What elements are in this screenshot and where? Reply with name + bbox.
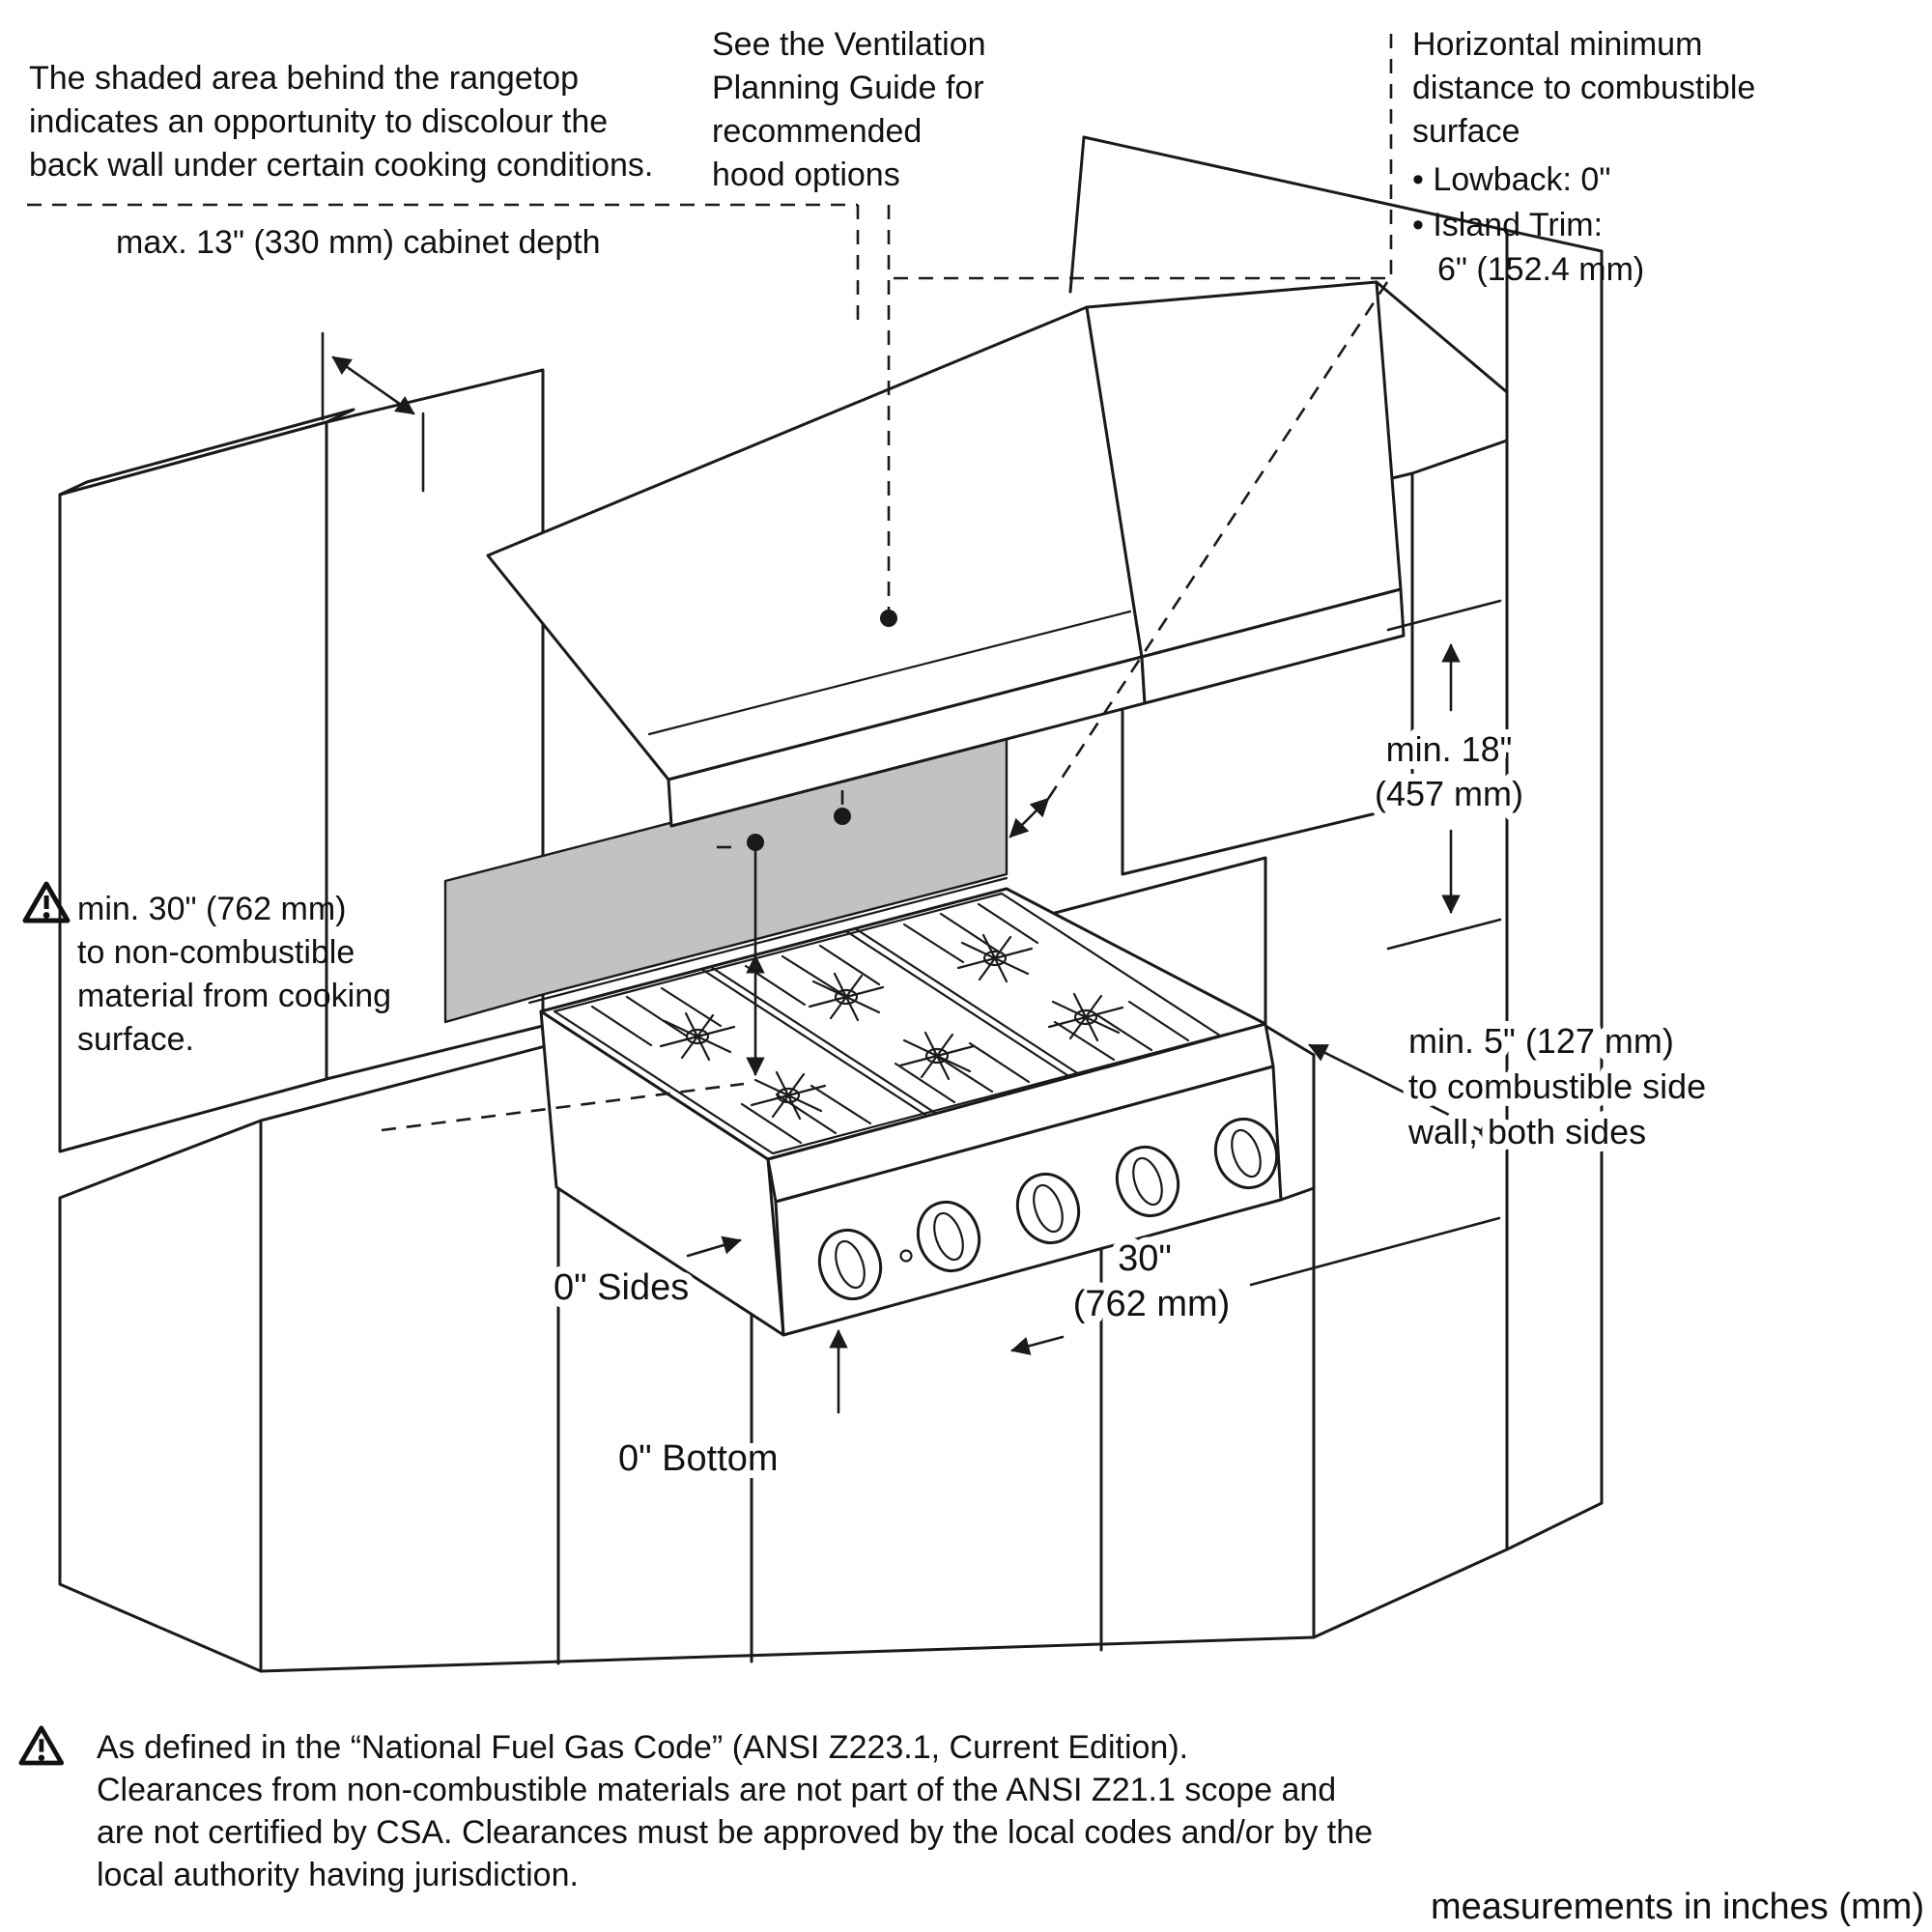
dimension-min-5 (1308, 1043, 1497, 1140)
side-wall (1068, 135, 1604, 1551)
leader-lines (27, 34, 1393, 1132)
note-line: Planning Guide for (712, 70, 984, 106)
note-line: recommended (712, 113, 922, 150)
label-line: 30" (1118, 1238, 1172, 1279)
control-knob (916, 1200, 981, 1273)
note-line: surface (1412, 113, 1520, 150)
control-knob (1115, 1145, 1180, 1218)
label-cabinet-depth: max. 13" (330 mm) cabinet depth (116, 224, 601, 261)
bullet-line: 6" (152.4 mm) (1437, 251, 1644, 288)
warning-triangle-icon (21, 1728, 62, 1763)
backsplash-reference-dot (834, 808, 851, 825)
bullet-line: • Island Trim: (1412, 207, 1603, 243)
label-line: to combustible side (1408, 1066, 1706, 1106)
footnote-line: are not certified by CSA. Clearances mus… (97, 1814, 1373, 1851)
label-zero-bottom: 0" Bottom (618, 1438, 779, 1479)
label-width-30: 30" (762 mm) (1065, 1231, 1238, 1332)
footnote-line: local authority having jurisdiction. (97, 1857, 579, 1893)
hood-wall-edge (1375, 280, 1509, 394)
label-arrow-zero-sides (686, 1236, 742, 1258)
note-line: The shaded area behind the rangetop (29, 60, 579, 97)
note-line: distance to combustible (1412, 70, 1755, 106)
note-line: back wall under certain cooking conditio… (29, 147, 653, 184)
horizontal-min-arrow (1009, 797, 1050, 838)
control-panel (774, 1065, 1316, 1337)
vent-hood (486, 280, 1509, 828)
back-rail (527, 876, 1009, 1005)
control-knob (817, 1228, 883, 1301)
label-line: surface. (77, 1021, 194, 1058)
label-zero-sides: 0" Sides (554, 1267, 689, 1308)
footnote-line: Clearances from non-combustible material… (97, 1772, 1336, 1808)
label-min-30: min. 30" (762 mm) to non-combustible mat… (25, 884, 391, 1058)
note-line: hood options (712, 156, 900, 193)
label-line: wall, both sides (1407, 1112, 1646, 1151)
dimension-width-30 (1010, 1216, 1501, 1355)
label-min-5: min. 5" (127 mm) to combustible side wal… (1400, 1013, 1714, 1159)
label-line: (457 mm) (1375, 774, 1523, 813)
label-line: (762 mm) (1073, 1284, 1231, 1324)
label-min-18: min. 18" (457 mm) (1367, 722, 1531, 821)
footnote: As defined in the “National Fuel Gas Cod… (21, 1728, 1373, 1893)
label-line: min. 5" (127 mm) (1408, 1021, 1674, 1061)
control-knob (1213, 1117, 1279, 1190)
note-line: Horizontal minimum (1412, 26, 1702, 63)
note-horizontal-minimum: Horizontal minimum distance to combustib… (1412, 26, 1755, 288)
label-line: min. 30" (762 mm) (77, 891, 346, 927)
note-shaded-area: The shaded area behind the rangetop indi… (29, 60, 653, 184)
dimension-min-30 (746, 834, 765, 1076)
note-ventilation: See the Ventilation Planning Guide for r… (712, 26, 986, 193)
label-line: min. 18" (1386, 729, 1513, 769)
floor-line (1312, 1548, 1509, 1639)
label-line: material from cooking (77, 978, 391, 1014)
dimension-min-18 (1386, 599, 1502, 951)
units-note: measurements in inches (mm) (1431, 1887, 1924, 1927)
note-line: See the Ventilation (712, 26, 986, 63)
hood-crease (647, 610, 1132, 736)
label-line: to non-combustible (77, 934, 355, 971)
control-knob (1015, 1172, 1081, 1245)
dimension-cabinet-depth (321, 331, 425, 493)
footnote-line: As defined in the “National Fuel Gas Cod… (97, 1729, 1188, 1766)
note-line: indicates an opportunity to discolour th… (29, 103, 608, 140)
hood-reference-dot (880, 610, 897, 627)
igniter (899, 1249, 913, 1263)
bullet-line: • Lowback: 0" (1412, 161, 1610, 198)
